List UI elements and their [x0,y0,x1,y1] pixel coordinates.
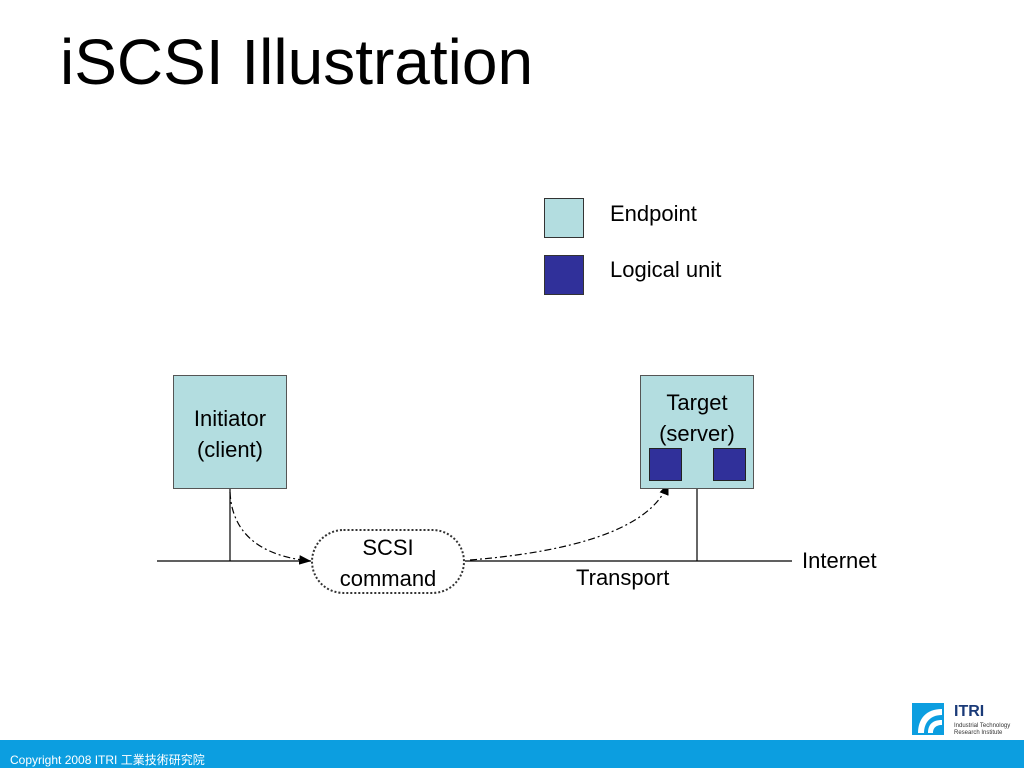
target-label-line2: (server) [659,421,735,446]
logical-unit-1 [649,448,682,481]
itri-logo-icon [912,703,944,735]
legend-endpoint-swatch [544,198,584,238]
legend-logical-unit-swatch [544,255,584,295]
scsi-command-bubble: SCSI command [311,529,465,594]
footer-copyright: Copyright 2008 ITRI 工業技術研究院 [10,753,205,767]
target-label-line1: Target [666,390,728,415]
logo-subtitle-line2: Research Institute [954,730,1003,736]
initiator-label-line2: (client) [196,437,263,462]
transport-label: Transport [576,565,670,590]
slide-title: iSCSI Illustration [60,26,534,98]
initiator-label-line1: Initiator [193,406,267,431]
initiator-node: Initiator (client) [173,375,287,489]
initiator-to-scsi-arrow [229,491,312,565]
logo-subtitle-line1: Industrial Technology [954,723,1011,729]
scsi-to-target-arrow [469,482,669,561]
logical-unit-2 [713,448,746,481]
logo-subtitle: Industrial Technology Research Institute [954,723,1024,737]
logo-name: ITRI [954,703,985,720]
footer-bar [0,740,1024,768]
scsi-label-line2: command [339,566,437,591]
scsi-label-line1: SCSI [362,535,414,560]
legend-endpoint-label: Endpoint [610,201,697,226]
internet-label: Internet [802,548,877,573]
legend-logical-unit-label: Logical unit [610,257,722,282]
